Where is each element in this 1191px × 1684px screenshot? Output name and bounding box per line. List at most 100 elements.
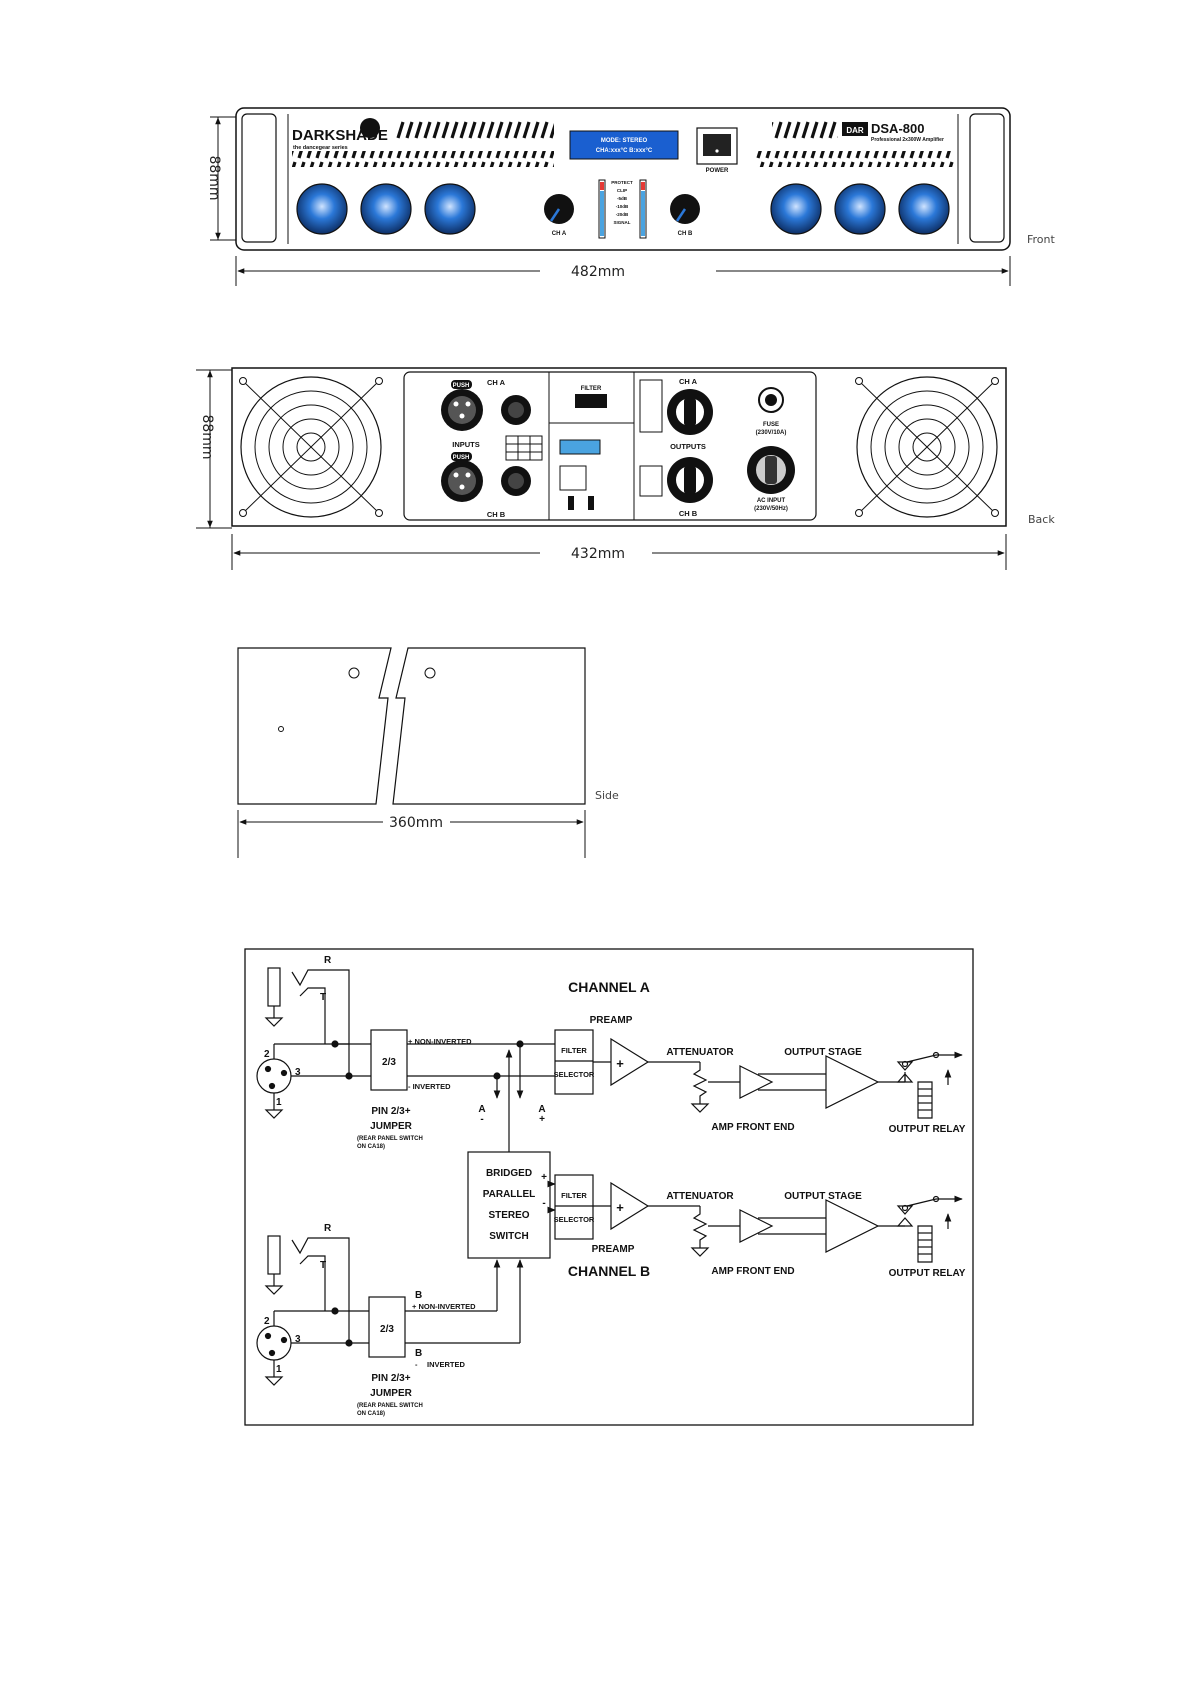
jumper-note-a-1: (REAR PANEL SWITCH <box>357 1136 423 1142</box>
pin-jumper-b-2: JUMPER <box>370 1388 412 1399</box>
inverted-b-label: INVERTED <box>427 1360 466 1369</box>
mode-switch-grid[interactable] <box>505 435 543 461</box>
back-label: Back <box>1028 513 1055 526</box>
back-ch-a-label: CH A <box>487 378 506 387</box>
inputs-label: INPUTS <box>452 440 480 449</box>
jack-input-a-symbol <box>264 967 350 1076</box>
display-mode: MODE: STEREO <box>601 138 648 144</box>
back-height-dim: 88mm <box>199 414 215 459</box>
attenuator-b-label: ATTENUATOR <box>666 1191 734 1202</box>
front-height-dim: 88mm <box>206 155 222 200</box>
front-label: Front <box>1027 233 1056 246</box>
pin-r-a: R <box>324 955 332 966</box>
switch-line-4: SWITCH <box>489 1231 528 1242</box>
vent-slots <box>292 151 554 167</box>
non-inverted-a-label: + NON-INVERTED <box>408 1037 472 1046</box>
preamp-b-symbol: + <box>616 1200 624 1215</box>
switch-line-3: STEREO <box>488 1210 529 1221</box>
filter-selector-b <box>554 1174 594 1240</box>
fan-right <box>855 376 999 518</box>
display-temp: CHA:xxx°C B:xxx°C <box>596 148 653 154</box>
amp-front-end-a <box>739 1065 774 1099</box>
pin-box-a: 2/3 <box>382 1057 396 1068</box>
filter-switch[interactable] <box>575 394 607 408</box>
pin-box-b: 2/3 <box>380 1324 394 1335</box>
pin-selector-b <box>368 1296 406 1358</box>
pin-2-b: 2 <box>264 1316 270 1327</box>
rack-ear-right <box>969 113 1005 243</box>
filter-b-label: FILTER <box>561 1191 587 1200</box>
front-view: 88mm DARKSHADE the dancegear series MODE… <box>206 107 1056 286</box>
brand-mascot-icon <box>360 118 380 138</box>
meter-legend: PROTECT CLIP -5dB -10dB -20dB SIGNAL <box>611 180 633 225</box>
fan-grille-icon <box>296 183 348 235</box>
relay-coil-b <box>917 1225 933 1263</box>
preamp-a-label: PREAMP <box>590 1015 633 1026</box>
switch-matrix[interactable] <box>559 465 587 491</box>
inverted-a-label: - INVERTED <box>408 1082 451 1091</box>
jumper-note-a-2: ON CA18) <box>357 1144 385 1150</box>
xlr-input-a-symbol <box>256 1043 349 1119</box>
pin-3-b: 3 <box>295 1334 301 1345</box>
side-width-dim: 360mm <box>389 815 443 831</box>
ac-input-rating: (230V/50Hz) <box>754 506 788 512</box>
b-letter-inverted: B <box>415 1348 422 1359</box>
amp-front-end-b-label: AMP FRONT END <box>711 1266 794 1277</box>
brand-subtitle: the dancegear series <box>293 145 348 151</box>
fan-grille-icon <box>834 183 886 235</box>
pin-1-a: 1 <box>276 1097 282 1108</box>
dip-switch-bank[interactable] <box>559 439 601 455</box>
terminal-labels-b <box>639 465 663 497</box>
svg-text:CLIP: CLIP <box>617 188 627 193</box>
switch-line-1: BRIDGED <box>486 1168 532 1179</box>
back-out-ch-b: CH B <box>679 509 698 518</box>
back-width-dim: 432mm <box>571 546 625 562</box>
pin-selector-a <box>370 1029 408 1091</box>
channel-a-label: CHANNEL A <box>568 979 650 995</box>
switch-line-2: PARALLEL <box>483 1189 536 1200</box>
fan-grille-icon <box>424 183 476 235</box>
attenuator-a-label: ATTENUATOR <box>666 1047 734 1058</box>
output-relay-b-label: OUTPUT RELAY <box>889 1268 966 1279</box>
switch-plus: + <box>541 1172 547 1183</box>
pin-r-b: R <box>324 1223 332 1234</box>
switch-minus: - <box>542 1198 545 1209</box>
front-fan-grilles <box>296 183 950 235</box>
jumper-note-b-1: (REAR PANEL SWITCH <box>357 1403 423 1409</box>
fuse-rating: (230V/10A) <box>756 430 787 436</box>
pin-jumper-b-1: PIN 2/3+ <box>371 1373 410 1384</box>
vent-slots <box>772 121 838 141</box>
amp-front-end-b <box>739 1209 774 1243</box>
filter-a-label: FILTER <box>561 1046 587 1055</box>
amp-front-end-a-label: AMP FRONT END <box>711 1122 794 1133</box>
output-stage-a <box>825 1055 880 1109</box>
front-width-dim: 482mm <box>571 264 625 280</box>
fan-grille-icon <box>770 183 822 235</box>
vent-slots <box>396 121 554 141</box>
selector-a-label: SELECTOR <box>554 1070 595 1079</box>
pin-2-a: 2 <box>264 1049 270 1060</box>
jack-input-b-symbol <box>264 1235 350 1343</box>
lcd-display <box>569 130 679 160</box>
pin-1-b: 1 <box>276 1364 282 1375</box>
relay-coil-a <box>917 1081 933 1119</box>
rack-ear-left <box>241 113 277 243</box>
non-inverted-b-label: + NON-INVERTED <box>412 1302 476 1311</box>
channel-b-label: CHANNEL B <box>568 1263 650 1279</box>
pin-3-a: 3 <box>295 1067 301 1078</box>
b-letter-non-inverted: B <box>415 1290 422 1301</box>
output-stage-b-label: OUTPUT STAGE <box>784 1191 862 1202</box>
preamp-a <box>610 1037 650 1087</box>
bus-a-minus-sign: - <box>480 1114 483 1125</box>
block-diagram <box>244 948 974 1426</box>
svg-text:PROTECT: PROTECT <box>611 180 633 185</box>
svg-text:SIGNAL: SIGNAL <box>613 220 630 225</box>
back-view: 88mm <box>196 367 1055 570</box>
svg-text:-10dB: -10dB <box>616 204 629 209</box>
jumper-note-b-2: ON CA18) <box>357 1411 385 1417</box>
bus-a-plus-sign: + <box>539 1114 545 1125</box>
output-stage-b <box>825 1199 880 1253</box>
fan-grille-icon <box>360 183 412 235</box>
selector-b-label: SELECTOR <box>554 1215 595 1224</box>
